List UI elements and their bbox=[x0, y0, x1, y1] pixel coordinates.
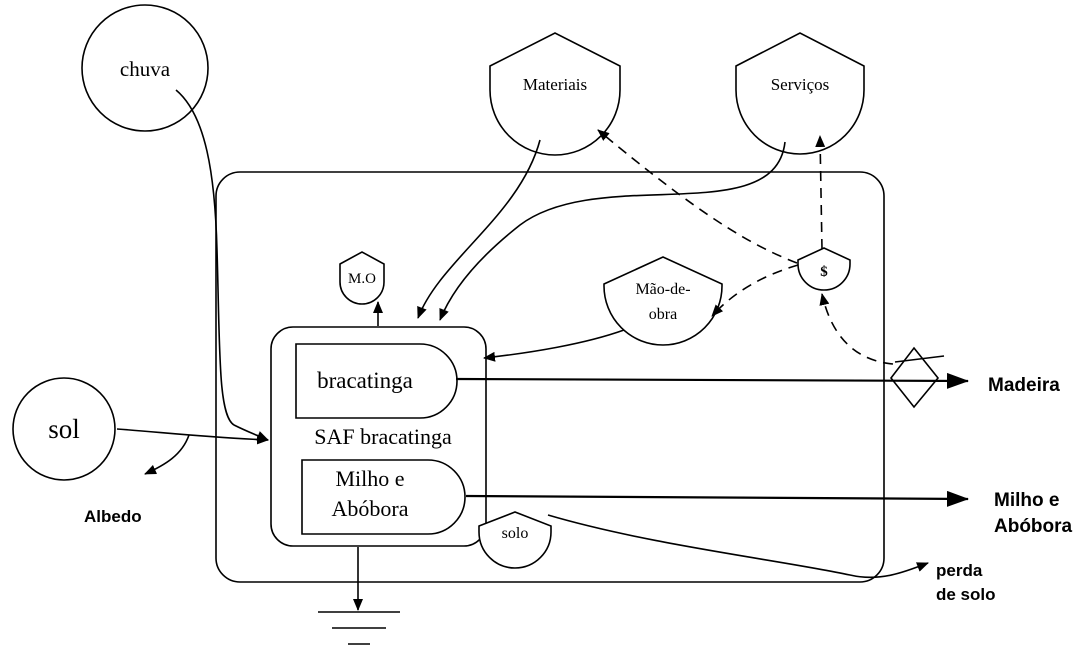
out-milho-label-line2: Abóbora bbox=[994, 516, 1073, 537]
diamond-bar bbox=[894, 355, 945, 363]
albedo-label: Albedo bbox=[84, 507, 142, 526]
servicos-label: Serviços bbox=[771, 75, 830, 94]
flow-money-to-materiais bbox=[597, 129, 798, 264]
materiais-label: Materiais bbox=[523, 75, 587, 94]
milho-producer: Milho e Abóbora bbox=[301, 459, 466, 535]
flow-milho-out bbox=[465, 490, 969, 507]
mao-de-obra-label-line1: Mão-de- bbox=[635, 281, 690, 298]
flow-materiais-to-saf bbox=[417, 139, 541, 319]
solo-storage: solo bbox=[478, 511, 552, 569]
mao-de-obra-label-line2: obra bbox=[649, 306, 677, 323]
madeira-label: Madeira bbox=[988, 375, 1060, 396]
chuva-label: chuva bbox=[120, 57, 171, 81]
flow-madeira-out bbox=[455, 372, 969, 389]
sol-label: sol bbox=[48, 414, 80, 444]
mao-de-obra-source: Mão-de- obra bbox=[603, 256, 723, 346]
flow-money-to-servicos bbox=[815, 135, 826, 250]
flow-money-to-mao-de-obra bbox=[711, 264, 799, 317]
exchange-diamond bbox=[889, 346, 940, 409]
flow-mao-de-obra-to-saf bbox=[483, 329, 625, 362]
flow-perda-de-solo bbox=[547, 514, 929, 579]
perda-label-line1: perda bbox=[936, 561, 983, 580]
materiais-source: Materiais bbox=[489, 32, 621, 156]
servicos-source: Serviços bbox=[735, 32, 865, 155]
solo-label: solo bbox=[502, 525, 529, 542]
flow-albedo bbox=[144, 434, 190, 475]
saf-label: SAF bracatinga bbox=[314, 424, 452, 449]
flow-servicos-to-saf bbox=[439, 141, 786, 321]
money-node: $ bbox=[797, 247, 851, 291]
perda-label-line2: de solo bbox=[936, 585, 996, 604]
sol-source: sol bbox=[12, 377, 116, 481]
mo-source: M.O bbox=[339, 251, 385, 305]
bracatinga-label: bracatinga bbox=[317, 368, 413, 393]
flow-madeira-sale-to-money bbox=[819, 293, 894, 365]
bracatinga-producer: bracatinga bbox=[295, 343, 458, 419]
milho-label-line2: Abóbora bbox=[332, 496, 409, 521]
flow-chuva-to-saf bbox=[175, 89, 269, 441]
chuva-source: chuva bbox=[81, 4, 209, 132]
heat-sink bbox=[318, 547, 400, 645]
flow-sol-to-saf bbox=[116, 428, 269, 445]
money-label: $ bbox=[820, 264, 828, 280]
milho-label-line1: Milho e bbox=[335, 466, 404, 491]
mo-label: M.O bbox=[348, 271, 376, 287]
out-milho-label-line1: Milho e bbox=[994, 490, 1059, 511]
